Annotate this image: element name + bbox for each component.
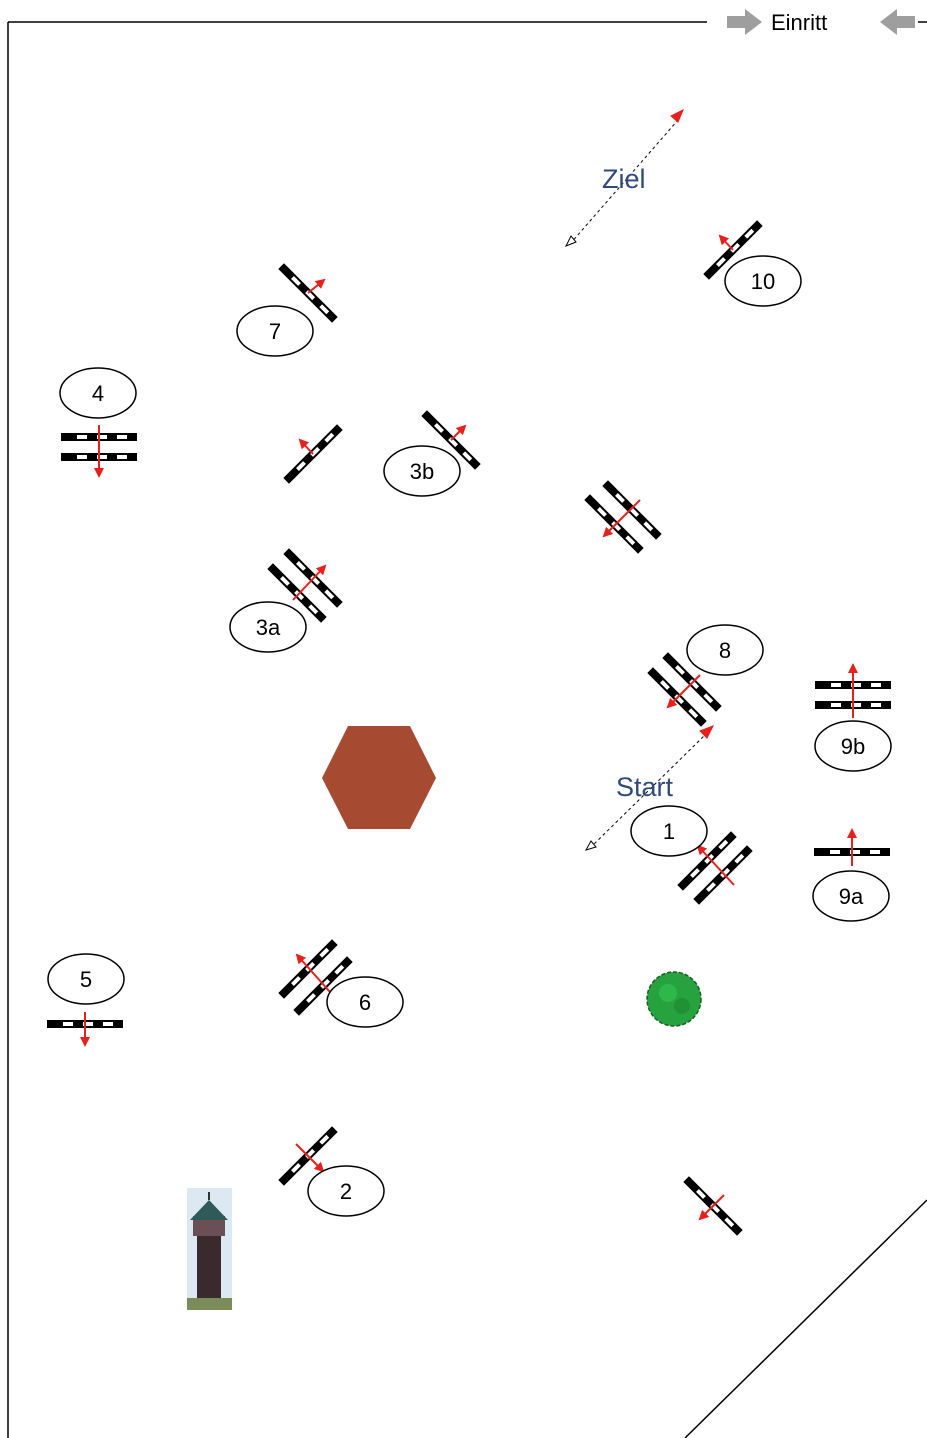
obstacle-2: 2	[278, 1126, 384, 1216]
finish-line: Ziel	[566, 110, 683, 246]
obstacle-number: 7	[269, 319, 281, 344]
obstacle-number: 9a	[839, 884, 864, 909]
obstacle-unnumbered-a	[283, 424, 342, 483]
entry-label: Einritt	[771, 10, 827, 35]
obstacle-number: 9b	[841, 734, 865, 759]
obstacle-4: 4	[60, 368, 137, 476]
obstacle-unnumbered-b	[584, 480, 661, 553]
obstacle-unnumbered-c	[683, 1176, 742, 1235]
start-label: Start	[616, 772, 674, 802]
obstacle-10: 10	[703, 220, 801, 306]
obstacle-3b: 3b	[384, 410, 481, 496]
obstacle-9b: 9b	[815, 665, 891, 771]
tree-icon	[647, 972, 701, 1026]
obstacle-5: 5	[47, 954, 124, 1045]
entry-marker: Einritt	[727, 9, 915, 35]
obstacle-8: 8	[647, 625, 763, 727]
obstacle-number: 2	[340, 1179, 352, 1204]
finish-label: Ziel	[602, 164, 646, 194]
obstacle-7: 7	[237, 263, 338, 356]
obstacle-number: 10	[751, 269, 775, 294]
obstacle-number: 4	[92, 381, 104, 406]
obstacle-3a: 3a	[230, 548, 343, 652]
obstacle-number: 5	[80, 967, 92, 992]
right-arrow-icon	[727, 9, 762, 35]
obstacle-number: 8	[719, 638, 731, 663]
left-arrow-icon	[880, 9, 915, 35]
hexagon-icon	[322, 726, 436, 829]
obstacle-9a: 9a	[813, 830, 890, 921]
water-tower-icon	[187, 1188, 232, 1310]
obstacle-6: 6	[278, 939, 403, 1027]
obstacle-number: 6	[359, 990, 371, 1015]
obstacle-number: 3b	[410, 459, 434, 484]
obstacle-number: 3a	[256, 615, 281, 640]
obstacle-1: 1	[631, 806, 753, 905]
arena-border	[8, 22, 927, 1438]
obstacle-number: 1	[663, 819, 675, 844]
